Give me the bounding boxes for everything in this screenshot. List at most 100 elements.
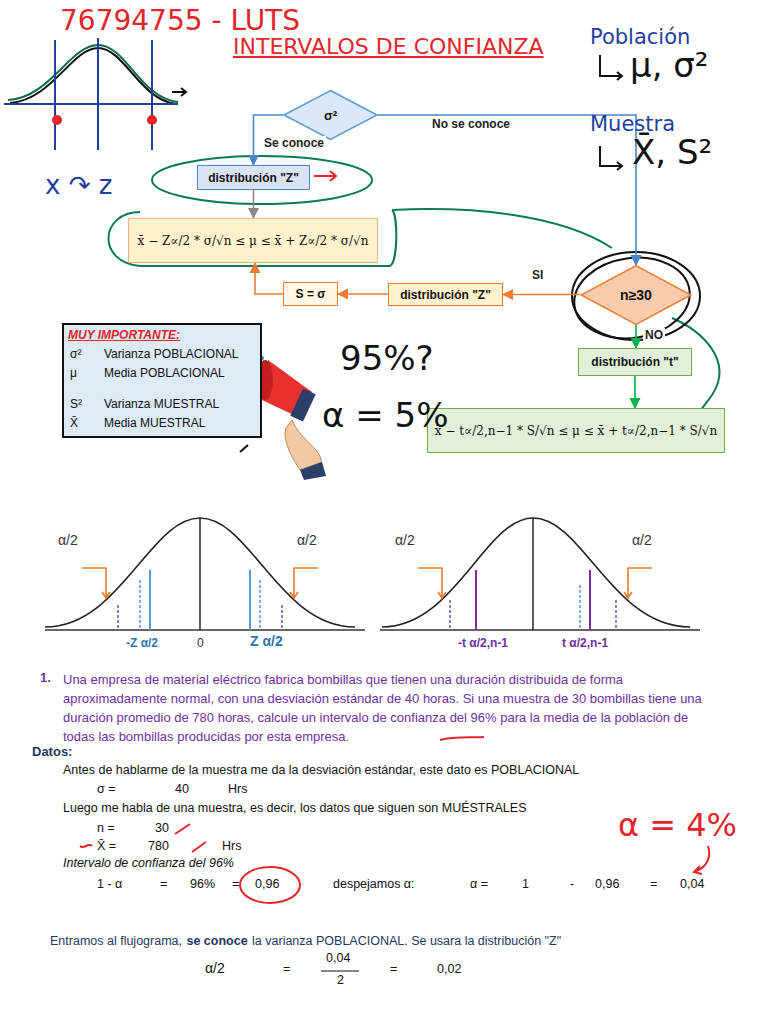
text-label: 0 bbox=[197, 636, 204, 650]
handwritten-note: α = 5% bbox=[322, 395, 448, 436]
formula-box: x̄ − t∝/2,n−1 * S/√n ≤ μ ≤ x̄ + t∝/2,n−1… bbox=[427, 408, 725, 453]
hand-arrow bbox=[600, 146, 622, 170]
edge-label: Se conoce bbox=[262, 136, 326, 150]
edge-label: NO bbox=[643, 328, 665, 342]
red-marks bbox=[80, 737, 709, 903]
note-item: S² bbox=[70, 397, 82, 411]
note-heading: MUY IMPORTANTE: bbox=[68, 328, 180, 342]
fraction-bar bbox=[321, 971, 359, 972]
node-text: distribución "t" bbox=[591, 355, 678, 369]
sketch-curve bbox=[4, 38, 186, 150]
connector bbox=[634, 376, 636, 408]
problem-text: Una empresa de material eléctrico fabric… bbox=[63, 670, 708, 746]
text-label: 0,02 bbox=[437, 962, 461, 977]
handwritten-note: X̄, S² bbox=[632, 132, 712, 173]
text-run: la varianza POBLACIONAL. Se usara la dis… bbox=[252, 934, 561, 948]
handwritten-note: α = 4% bbox=[618, 806, 737, 844]
node-text: distribución "Z" bbox=[208, 171, 299, 185]
page-title: INTERVALOS DE CONFIANZA bbox=[233, 34, 544, 60]
text-line: Entramos al flujograma, se conoce la var… bbox=[50, 930, 561, 949]
hand-circles bbox=[569, 250, 700, 345]
text-run: se conoce bbox=[186, 934, 247, 948]
text-label: Hrs bbox=[222, 839, 241, 854]
connector bbox=[503, 294, 580, 296]
red-dot bbox=[147, 115, 157, 125]
text-label: α = bbox=[470, 877, 488, 892]
connector bbox=[378, 115, 636, 265]
text-label: t α/2,n-1 bbox=[562, 636, 608, 650]
text-label: α/2 bbox=[632, 532, 652, 549]
text-label: Intervalo de confianza del 96% bbox=[63, 856, 234, 871]
process-box: distribución "Z" bbox=[388, 283, 503, 306]
text-label: 0,04 bbox=[680, 877, 704, 892]
text-label: 0,04 bbox=[326, 951, 350, 966]
formula-box: x̄ − Z∝/2 * σ/√n ≤ μ ≤ x̄ + Z∝/2 * σ/√n bbox=[128, 218, 378, 263]
text-label: α/2 bbox=[395, 532, 415, 549]
connector bbox=[253, 190, 255, 218]
text-label: σ = bbox=[97, 782, 116, 797]
note-item: Varianza MUESTRAL bbox=[104, 397, 219, 411]
normal-curve bbox=[45, 518, 365, 630]
text-label: 30 bbox=[155, 821, 169, 836]
process-box: distribución "Z" bbox=[197, 165, 310, 190]
decision-diamond: n≥30 bbox=[580, 265, 692, 325]
node-text: n≥30 bbox=[620, 287, 652, 303]
node-text: σ² bbox=[324, 108, 337, 123]
text-label: Z α/2 bbox=[250, 633, 283, 650]
edge-label: SI bbox=[530, 268, 545, 282]
handwritten-note: 95%? bbox=[340, 338, 434, 379]
note-item: X̄ bbox=[70, 416, 78, 430]
note-box: MUY IMPORTANTE:σ²Varianza POBLACIONALμMe… bbox=[62, 323, 262, 438]
edge-label: No se conoce bbox=[430, 117, 512, 131]
red-dot bbox=[52, 115, 62, 125]
text-label: Datos: bbox=[32, 744, 72, 760]
text-label: α/2 bbox=[205, 960, 225, 977]
node-text: x̄ − Z∝/2 * σ/√n ≤ μ ≤ x̄ + Z∝/2 * σ/√n bbox=[138, 234, 369, 248]
note-item: Varianza POBLACIONAL bbox=[104, 347, 239, 361]
node-text: x̄ − t∝/2,n−1 * S/√n ≤ μ ≤ x̄ + t∝/2,n−1… bbox=[435, 424, 717, 438]
text-label: = bbox=[232, 877, 239, 892]
text-label: - bbox=[570, 877, 574, 892]
text-label: α/2 bbox=[297, 532, 317, 549]
text-label: 96% bbox=[190, 877, 215, 892]
handwritten-note: μ, σ² bbox=[630, 45, 708, 86]
t-curve bbox=[380, 518, 700, 630]
node-text: distribución "Z" bbox=[400, 288, 491, 302]
text-label: Antes de hablarme de la muestra me da la… bbox=[63, 763, 579, 778]
text-label: = bbox=[283, 962, 290, 977]
text-label: 1 - α bbox=[97, 877, 122, 892]
text-label: despejamos α: bbox=[333, 877, 415, 892]
red-arrow bbox=[314, 171, 336, 181]
text-label: = bbox=[390, 962, 397, 977]
note-item: Media MUESTRAL bbox=[104, 416, 205, 430]
text-label: 40 bbox=[175, 782, 189, 797]
note-item: σ² bbox=[70, 347, 81, 361]
text-label: 2 bbox=[337, 973, 344, 988]
text-label: 0,96 bbox=[595, 877, 619, 892]
handwritten-note: x ↷ z bbox=[45, 170, 112, 201]
text-label: 1 bbox=[522, 877, 529, 892]
text-label: = bbox=[160, 877, 167, 892]
text-run: Entramos al flujograma, bbox=[50, 934, 182, 948]
text-label: α/2 bbox=[58, 532, 78, 549]
connector bbox=[338, 293, 388, 295]
process-box: distribución "t" bbox=[578, 348, 692, 376]
node-text: S = σ bbox=[296, 287, 326, 301]
text-label: X̄ = bbox=[97, 839, 116, 854]
text-label: Luego me habla de una muestra, es decir,… bbox=[63, 801, 526, 816]
text-label: n = bbox=[97, 821, 115, 836]
connector bbox=[635, 325, 637, 348]
text-label: Hrs bbox=[228, 782, 247, 797]
process-box: S = σ bbox=[283, 282, 338, 306]
hand-arrow bbox=[600, 55, 622, 80]
text-label: 0,96 bbox=[255, 877, 279, 892]
note-item: μ bbox=[70, 366, 77, 380]
note-item: Media POBLACIONAL bbox=[104, 366, 225, 380]
text-label: 780 bbox=[148, 839, 169, 854]
text-label: -Z α/2 bbox=[126, 636, 158, 650]
decision-diamond: σ² bbox=[283, 90, 378, 140]
text-label: 1. bbox=[40, 670, 51, 686]
connector bbox=[255, 263, 283, 294]
text-label: = bbox=[650, 877, 657, 892]
handwritten-note: 76794755 - LUTS bbox=[60, 4, 300, 38]
